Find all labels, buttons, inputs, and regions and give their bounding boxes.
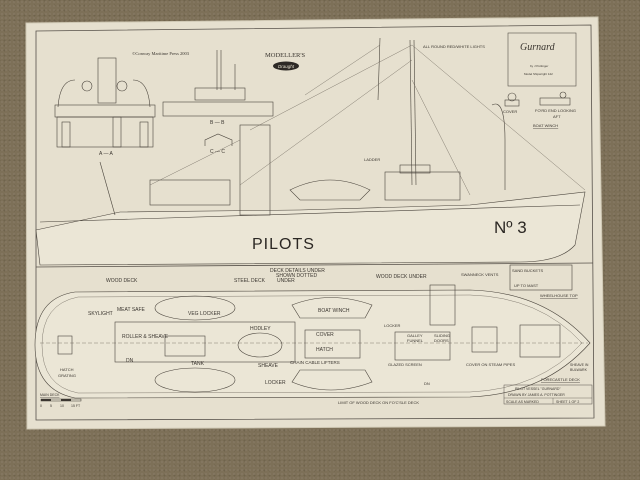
- deck-plan-drawing: [34, 264, 591, 399]
- label-up-to-mast: UP TO MAST: [514, 283, 539, 288]
- label-boat-winch: BOAT WINCH: [318, 308, 350, 314]
- label-sand-buckets: SAND BUCKETS: [512, 268, 543, 273]
- section-c-c-drawing: [204, 133, 233, 146]
- label-veg-locker: VEG LOCKER: [188, 311, 221, 317]
- divider-line: [35, 262, 594, 268]
- profile-elevation-drawing: [35, 37, 586, 266]
- label-deck-details-1: DECK DETAILS UNDER: [270, 268, 325, 274]
- sheet-border: [35, 24, 595, 421]
- label-under: UNDER: [277, 278, 295, 284]
- label-wood-deck-under: WOOD DECK UNDER: [376, 274, 427, 280]
- title-block-line2: DRAWN BY JAMES A. POTTINGER: [508, 393, 565, 397]
- boat-winch-detail-drawing: [504, 91, 571, 107]
- label-locker-fwd: LOCKER: [384, 323, 401, 328]
- title-block-sheet: SHEET 1 OF 2: [556, 400, 579, 404]
- label-deck-details-2: SHOWN DOTTED: [276, 273, 317, 279]
- label-chain-cable-lifters: CHAIN CABLE LIFTERS: [290, 360, 340, 365]
- scale-tick-15: 15 FT: [71, 404, 81, 408]
- lights-label: ALL ROUND RED/WHITE LIGHTS: [423, 44, 485, 49]
- label-glazed-screen: GLAZED SCREEN: [388, 362, 422, 367]
- label-roller-sheave: ROLLER & SHEAVE: [122, 334, 169, 340]
- title-block-scale: SCALE AS MARKED: [506, 400, 539, 404]
- fwd-end-label-2: AFT: [553, 114, 561, 119]
- label-swanneck-vents: SWANNECK VENTS: [461, 272, 499, 277]
- section-a-a-drawing: [54, 57, 156, 148]
- label-wheelhouse-top: WHEELHOUSE TOP: [540, 293, 578, 298]
- label-meat-safe: MEAT SAFE: [117, 307, 146, 313]
- label-main-deck: MAIN DECK: [40, 393, 60, 397]
- scale-tick-0: 0: [40, 404, 42, 408]
- section-a-label: A — A: [99, 151, 114, 157]
- copyright-text: ©Conway Maritime Press 2003: [132, 51, 190, 56]
- label-forecastle: FORECASTLE DECK: [541, 377, 580, 382]
- scale-tick-10: 10: [60, 404, 64, 408]
- title-box: Gurnard by J Pottinger Model Shipwright …: [507, 32, 577, 87]
- label-sliding-2: DOORS: [434, 338, 449, 343]
- deck-plan-labels: WOOD DECK STEEL DECK DECK DETAILS UNDER …: [40, 268, 589, 405]
- section-b-b-drawing: [162, 50, 274, 117]
- label-sheave-bulwark-1: SHEAVE IN: [570, 363, 589, 367]
- label-galley-1: GALLEY: [407, 333, 423, 338]
- label-hatch: HATCH: [316, 347, 333, 353]
- publisher-logo-text: Draught: [278, 64, 295, 69]
- label-hatch-grating-1: HATCH: [60, 367, 74, 372]
- fwd-end-label-1: FO'RD END LOOKING: [535, 108, 576, 113]
- label-hodley: HODLEY: [250, 326, 271, 332]
- label-cover: COVER: [316, 332, 334, 338]
- label-cover-steam: COVER ON STEAM PIPES: [466, 362, 515, 367]
- label-hatch-grating-2: GRATING: [58, 373, 76, 378]
- boat-winch-detail-label: BOAT WINCH: [533, 123, 558, 128]
- label-limit-wood-deck: LIMIT OF WOOD DECK ON FO'C'SLE DECK: [338, 400, 419, 405]
- hull-name: PILOTS: [252, 236, 315, 253]
- label-dn-aft: DN: [126, 358, 134, 364]
- publisher-name: MODELLER'S: [265, 52, 306, 59]
- plan-source: Model Shipwright 122: [524, 72, 553, 76]
- ladder-label: LADDER: [364, 157, 380, 162]
- hull-number: Nº 3: [494, 218, 527, 237]
- modellers-draught-logo: MODELLER'S Draught: [265, 52, 306, 71]
- label-sliding-1: SLIDING: [434, 333, 450, 338]
- label-sheave: SHEAVE: [258, 363, 279, 369]
- label-wood-deck: WOOD DECK: [106, 278, 138, 284]
- label-skylight: SKYLIGHT: [88, 311, 113, 317]
- label-galley-2: FUNNEL: [407, 338, 424, 343]
- label-dn-fwd: DN: [424, 381, 430, 386]
- scale-bar: 0 5 10 15 FT: [40, 398, 82, 408]
- section-b-label: B — B: [210, 120, 225, 126]
- cover-detail-label: COVER: [503, 109, 517, 114]
- scale-tick-5: 5: [50, 404, 52, 408]
- label-steel-deck: STEEL DECK: [234, 278, 266, 284]
- section-c-label: C — C: [210, 149, 225, 155]
- title-block-line1: PILOT VESSEL "GURNARD": [515, 387, 561, 391]
- drawing-title-block: PILOT VESSEL "GURNARD" DRAWN BY JAMES A.…: [503, 384, 593, 405]
- plan-title: Gurnard: [520, 42, 556, 53]
- label-tank: TANK: [191, 361, 205, 367]
- label-sheave-bulwark-2: BULWARK: [570, 368, 588, 372]
- plan-author: by J Pottinger: [530, 64, 548, 68]
- label-locker-aft: LOCKER: [265, 380, 286, 386]
- rigging-lines: [149, 44, 586, 196]
